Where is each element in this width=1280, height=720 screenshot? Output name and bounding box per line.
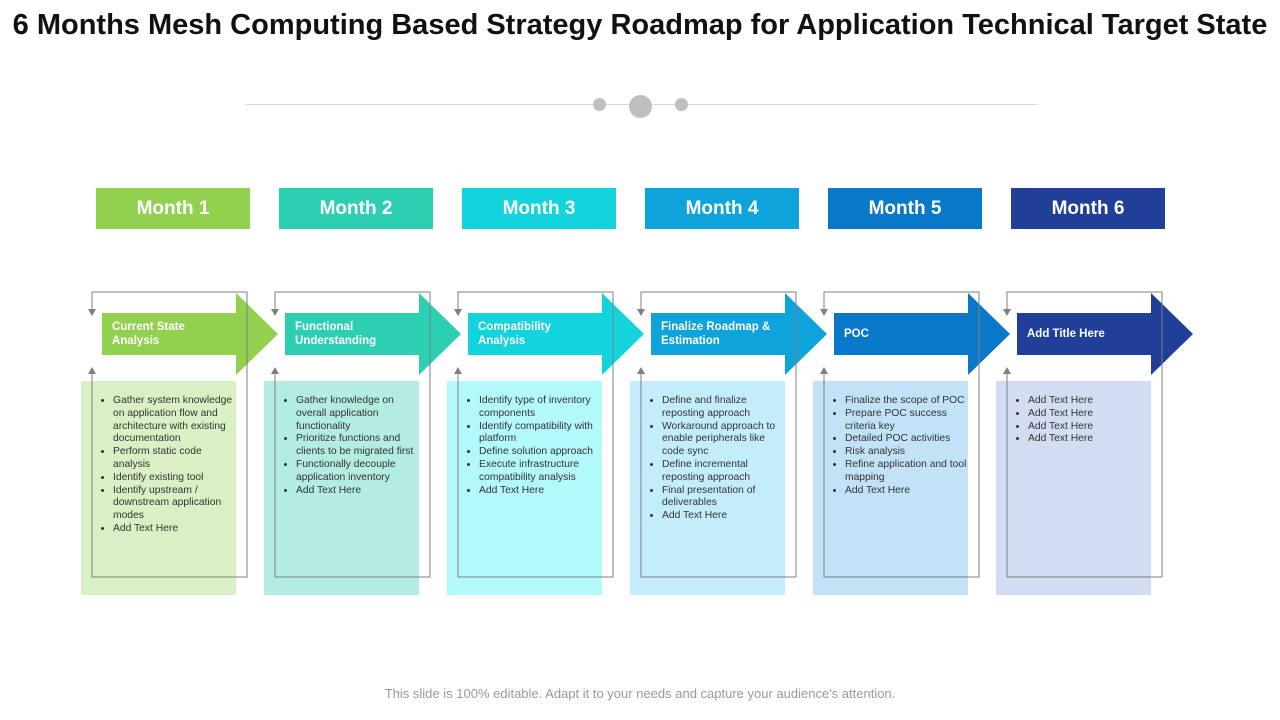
task-item: Identify compatibility with platform <box>479 421 607 447</box>
task-item: Execute infrastructure compatibility ana… <box>479 459 607 485</box>
task-item: Gather system knowledge on application f… <box>113 395 241 446</box>
roadmap-column: Month 3 Compatibility Analysis Identify … <box>446 0 644 720</box>
task-list: Identify type of inventory componentsIde… <box>459 395 607 497</box>
task-item: Identify existing tool <box>113 472 241 485</box>
stage-label: Current State Analysis <box>112 321 185 347</box>
task-item: Identify type of inventory components <box>479 395 607 421</box>
divider-dot <box>593 98 606 111</box>
month-header: Month 6 <box>1011 188 1165 229</box>
roadmap-column: Month 5 POC Finalize the scope of POCPre… <box>812 0 1010 720</box>
task-item: Define solution approach <box>479 446 607 459</box>
stage-label: Finalize Roadmap & Estimation <box>661 321 771 347</box>
divider-dot <box>629 95 652 118</box>
month-header: Month 2 <box>279 188 433 229</box>
task-item: Functionally decouple application invent… <box>296 459 424 485</box>
task-item: Refine application and tool mapping <box>845 459 973 485</box>
task-item: Detailed POC activities <box>845 433 973 446</box>
stage-label: Compatibility Analysis <box>478 321 551 347</box>
stage-label: Add Title Here <box>1027 328 1105 340</box>
divider-dot <box>675 98 688 111</box>
task-item: Add Text Here <box>1028 433 1156 446</box>
task-item: Prepare POC success criteria key <box>845 408 973 434</box>
task-item: Finalize the scope of POC <box>845 395 973 408</box>
roadmap-column: Month 2 Functional Understanding Gather … <box>263 0 461 720</box>
task-item: Add Text Here <box>662 510 790 523</box>
task-item: Add Text Here <box>1028 408 1156 421</box>
roadmap-column: Month 6 Add Title Here Add Text HereAdd … <box>995 0 1193 720</box>
task-list: Define and finalize reposting approachWo… <box>642 395 790 523</box>
month-header: Month 4 <box>645 188 799 229</box>
task-item: Add Text Here <box>845 485 973 498</box>
task-item: Add Text Here <box>1028 395 1156 408</box>
task-item: Workaround approach to enable peripheral… <box>662 421 790 459</box>
task-item: Identify upstream / downstream applicati… <box>113 485 241 523</box>
footer-note: This slide is 100% editable. Adapt it to… <box>384 686 896 701</box>
task-item: Define incremental reposting approach <box>662 459 790 485</box>
task-item: Gather knowledge on overall application … <box>296 395 424 433</box>
page-title: 6 Months Mesh Computing Based Strategy R… <box>12 9 1268 41</box>
task-item: Add Text Here <box>113 523 241 536</box>
month-header: Month 5 <box>828 188 982 229</box>
task-list: Finalize the scope of POCPrepare POC suc… <box>825 395 973 497</box>
stage-label: Functional Understanding <box>295 321 377 347</box>
stage-label: POC <box>844 328 869 340</box>
month-header: Month 3 <box>462 188 616 229</box>
task-item: Add Text Here <box>1028 421 1156 434</box>
roadmap-column: Month 4 Finalize Roadmap & Estimation De… <box>629 0 827 720</box>
task-item: Final presentation of deliverables <box>662 485 790 511</box>
task-item: Risk analysis <box>845 446 973 459</box>
task-list: Gather knowledge on overall application … <box>276 395 424 497</box>
month-header: Month 1 <box>96 188 250 229</box>
task-list: Add Text HereAdd Text HereAdd Text HereA… <box>1008 395 1156 446</box>
task-list: Gather system knowledge on application f… <box>93 395 241 536</box>
task-item: Define and finalize reposting approach <box>662 395 790 421</box>
task-item: Prioritize functions and clients to be m… <box>296 433 424 459</box>
roadmap-column: Month 1 Current State Analysis Gather sy… <box>80 0 278 720</box>
task-item: Add Text Here <box>479 485 607 498</box>
task-item: Perform static code analysis <box>113 446 241 472</box>
task-item: Add Text Here <box>296 485 424 498</box>
